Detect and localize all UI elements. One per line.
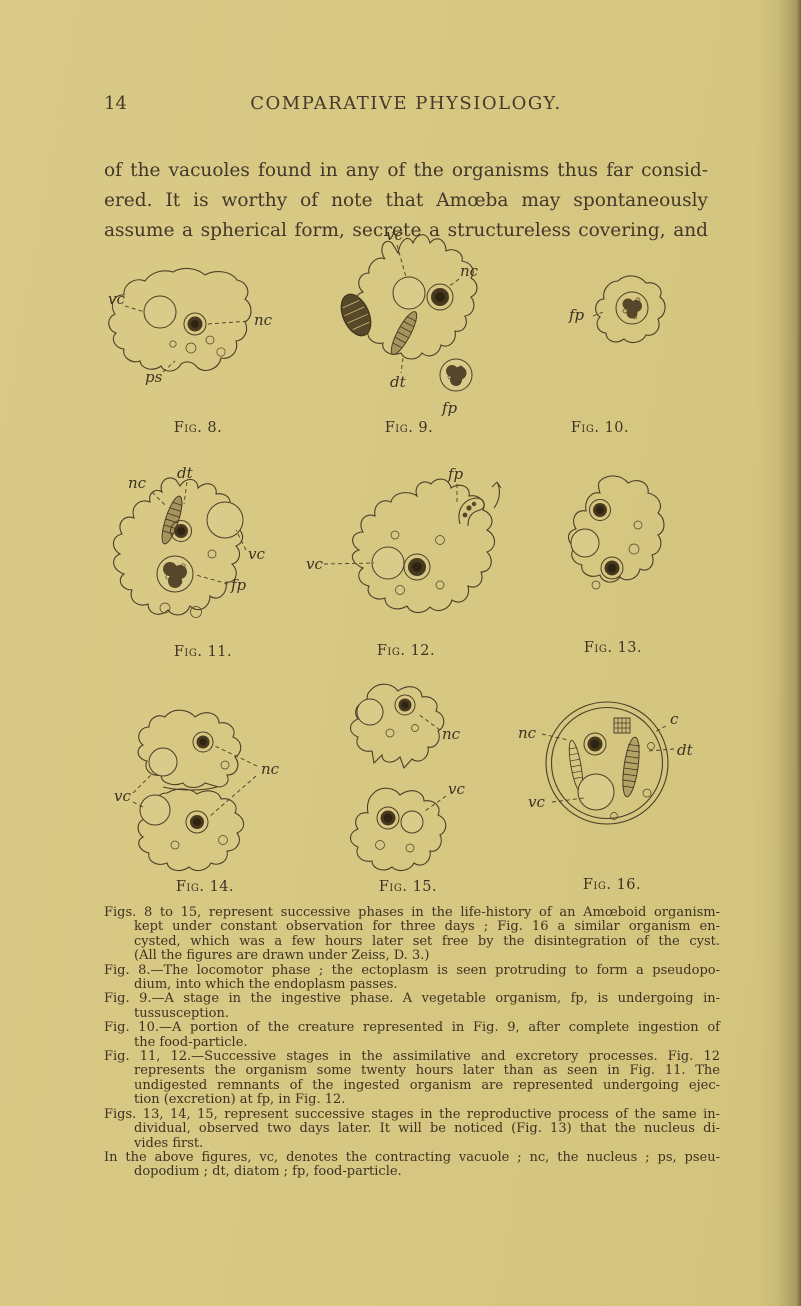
fig13-amoeba-drawing	[567, 475, 665, 590]
fig16-label-vc: vc	[528, 793, 545, 811]
fig14-label-nc: nc	[261, 760, 280, 778]
figure-10: fp	[555, 262, 680, 361]
fig12-label-fp: fp	[447, 465, 464, 483]
legend-line: Figs. 13, 14, 15, represent successive s…	[104, 1106, 720, 1122]
legend-line: cysted, which was a few hours later set …	[134, 933, 720, 949]
fig11-label-vc: vc	[248, 545, 265, 563]
fig16-label-dt: dt	[677, 741, 694, 759]
fig8-amoeba-drawing: vc nc ps	[108, 267, 273, 386]
figure-16: nc c dt vc	[510, 688, 710, 842]
figure-13	[548, 465, 683, 614]
legend-line: Fig. 9.—A stage in the ingestive phase. …	[104, 991, 720, 1007]
legend-line: Fig. 10.—A portion of the creature repre…	[104, 1020, 720, 1036]
fig14-label-vc: vc	[114, 787, 131, 805]
fig12-caption: Fig. 12.	[376, 643, 436, 659]
fig13-caption: Fig. 13.	[583, 640, 643, 656]
fig15-label-nc: nc	[442, 725, 461, 743]
fig16-cyst-drawing: nc c dt vc	[518, 701, 694, 825]
figure-14: vc nc	[105, 695, 300, 884]
fig8-caption: Fig. 8.	[173, 420, 223, 436]
figure-15: nc vc	[330, 673, 480, 887]
figure-legend-block: Figs. 8 to 15, represent successive phas…	[104, 905, 720, 1180]
fig8-label-nc: nc	[254, 311, 273, 329]
fig16-label-c: c	[670, 710, 679, 728]
fig16-label-nc: nc	[518, 724, 537, 742]
fig11-label-fp: fp	[230, 576, 247, 594]
fig14-dividing-amoeba-drawing: vc nc	[114, 709, 280, 872]
fig9-label-nc: nc	[460, 262, 479, 280]
legend-line: represents the organism some twenty hour…	[134, 1063, 720, 1079]
running-head: COMPARATIVE PHYSIOLOGY.	[250, 93, 562, 114]
fig15-amoebae-drawing: nc vc	[349, 683, 465, 872]
fig16-diatom	[622, 736, 641, 798]
legend-line: In the above figures, vc, denotes the co…	[104, 1149, 720, 1165]
fig10-label-fp: fp	[568, 306, 585, 324]
fig11-diatom	[161, 495, 183, 545]
fig11-label-dt: dt	[177, 464, 194, 482]
fig8-label-ps: ps	[145, 368, 163, 386]
fig9-label-dt: dt	[390, 373, 407, 391]
figure-9: vc nc dt fp	[340, 225, 505, 434]
fig9-caption: Fig. 9.	[384, 420, 434, 436]
fig15-label-vc: vc	[448, 780, 465, 798]
figure-11: nc dt vc fp	[100, 462, 285, 651]
legend-line: tussusception.	[134, 1005, 229, 1021]
fig11-amoeba-drawing: nc dt vc fp	[112, 464, 265, 618]
legend-line: kept under constant observation for thre…	[134, 919, 720, 935]
fig8-label-vc: vc	[108, 290, 125, 308]
fig10-amoeba-drawing: fp	[568, 275, 666, 344]
fig11-label-nc: nc	[128, 474, 147, 492]
legend-line: Fig. 8.—The locomotor phase ; the ectopl…	[104, 962, 720, 978]
legend-line: undigested remnants of the ingested orga…	[134, 1077, 720, 1093]
legend-line: vides first.	[134, 1135, 204, 1151]
fig12-amoeba-drawing: vc fp	[306, 465, 502, 614]
fig14-caption: Fig. 14.	[175, 879, 235, 895]
fig11-caption: Fig. 11.	[173, 644, 233, 660]
fig9-label-fp: fp	[441, 399, 458, 417]
figure-8: vc nc ps	[95, 258, 295, 397]
fig10-caption: Fig. 10.	[570, 420, 630, 436]
body-paragraph: of the vacuoles found in any of the orga…	[104, 156, 708, 246]
body-text-line: ered. It is worthy of note that Amœba ma…	[104, 190, 708, 211]
legend-line: the food-particle.	[134, 1034, 248, 1050]
fig9-ingested-mass	[340, 293, 372, 337]
fig9-label-vc: vc	[386, 226, 403, 244]
fig9-amoeba-drawing: vc nc dt fp	[340, 226, 479, 417]
legend-line: (All the figures are drawn under Zeiss, …	[134, 948, 430, 964]
legend-line: dopodium ; dt, diatom ; fp, food-particl…	[134, 1164, 402, 1180]
legend-line: dium, into which the endoplasm passes.	[134, 977, 398, 993]
page-number: 14	[104, 93, 127, 114]
fig16-plate-body	[613, 717, 631, 734]
fig15-caption: Fig. 15.	[378, 879, 438, 895]
body-text-line: assume a spherical form, secrete a struc…	[104, 220, 708, 241]
fig12-label-vc: vc	[306, 555, 323, 573]
body-text-line: of the vacuoles found in any of the orga…	[104, 160, 708, 181]
legend-line: tion (excretion) at fp, in Fig. 12.	[134, 1092, 346, 1108]
fig9-diatom	[390, 311, 418, 355]
page-edge-shadow	[755, 0, 801, 1306]
fig16-caption: Fig. 16.	[582, 877, 642, 893]
legend-line: Figs. 8 to 15, represent successive phas…	[104, 905, 720, 920]
legend-line: dividual, observed two days later. It wi…	[134, 1121, 720, 1137]
figure-12: vc fp	[300, 460, 515, 629]
legend-line: Fig. 11, 12.—Successive stages in the as…	[104, 1049, 720, 1065]
